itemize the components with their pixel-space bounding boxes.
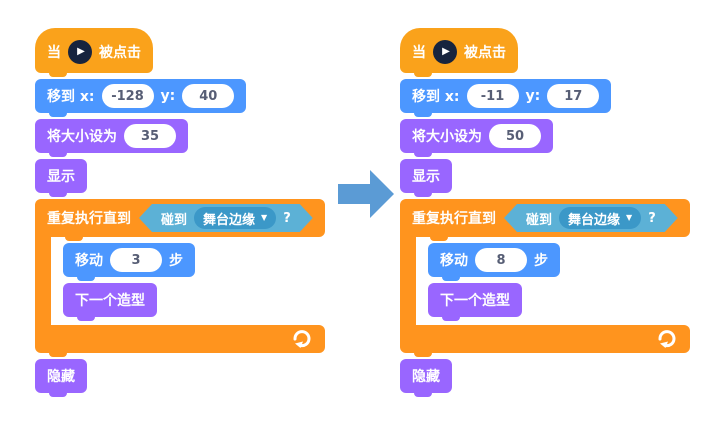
next-costume-block[interactable]: 下一个造型 — [428, 283, 522, 321]
script-stack-after: 当 ▶ 被点击 移到 x: -11 y: 17 将大小设为 50 显示 重复执行… — [400, 28, 690, 399]
repeat-until-block[interactable]: 重复执行直到 碰到 舞台边缘 ▼ ? 移动 3 步 下一个造型 — [35, 199, 325, 357]
touching-dropdown-value: 舞台边缘 — [568, 212, 621, 228]
repeat-until-footer[interactable] — [35, 325, 325, 357]
hat-label-pre: 当 — [47, 45, 61, 61]
next-costume-label: 下一个造型 — [75, 293, 145, 309]
play-icon: ▶ — [433, 40, 457, 64]
show-label: 显示 — [47, 169, 75, 185]
y-input[interactable]: 17 — [547, 84, 600, 108]
touching-dropdown-value: 舞台边缘 — [203, 212, 256, 228]
play-icon: ▶ — [68, 40, 92, 64]
next-costume-block[interactable]: 下一个造型 — [63, 283, 157, 321]
loop-arrow-icon — [658, 330, 676, 348]
play-triangle-icon: ▶ — [442, 46, 450, 57]
touching-question-mark: ? — [648, 210, 656, 226]
repeat-until-inner: 移动 8 步 下一个造型 — [416, 237, 560, 325]
show-label: 显示 — [412, 169, 440, 185]
goto-xy-block[interactable]: 移到 x: -11 y: 17 — [400, 79, 612, 117]
repeat-until-header[interactable]: 重复执行直到 碰到 舞台边缘 ▼ ? — [35, 199, 325, 241]
x-input[interactable]: -128 — [101, 84, 154, 108]
play-triangle-icon: ▶ — [77, 46, 85, 57]
x-input[interactable]: -11 — [466, 84, 519, 108]
script-stack-before: 当 ▶ 被点击 移到 x: -128 y: 40 将大小设为 35 显示 重复执… — [35, 28, 325, 399]
repeat-until-label: 重复执行直到 — [412, 211, 496, 227]
set-size-block[interactable]: 将大小设为 50 — [400, 119, 553, 157]
repeat-until-spine — [400, 237, 416, 325]
hat-label-pre: 当 — [412, 45, 426, 61]
chevron-down-icon: ▼ — [626, 213, 633, 222]
touching-label: 碰到 — [526, 212, 553, 228]
touching-condition-block[interactable]: 碰到 舞台边缘 ▼ ? — [504, 204, 678, 232]
steps-suffix-label: 步 — [169, 253, 183, 269]
repeat-until-block[interactable]: 重复执行直到 碰到 舞台边缘 ▼ ? 移动 8 步 下一个造型 — [400, 199, 690, 357]
move-label: 移动 — [75, 253, 103, 269]
steps-input[interactable]: 3 — [110, 248, 162, 272]
when-clicked-hat-block[interactable]: 当 ▶ 被点击 — [35, 28, 153, 77]
next-costume-label: 下一个造型 — [440, 293, 510, 309]
goto-label: 移到 x: — [412, 89, 460, 105]
goto-y-label: y: — [525, 88, 541, 104]
hide-label: 隐藏 — [47, 369, 75, 385]
steps-input[interactable]: 8 — [475, 248, 527, 272]
touching-condition-block[interactable]: 碰到 舞台边缘 ▼ ? — [139, 204, 313, 232]
set-size-block[interactable]: 将大小设为 35 — [35, 119, 188, 157]
touching-label: 碰到 — [161, 212, 188, 228]
show-block[interactable]: 显示 — [400, 159, 452, 197]
size-input[interactable]: 35 — [124, 124, 176, 148]
repeat-until-label: 重复执行直到 — [47, 211, 131, 227]
repeat-until-body: 移动 3 步 下一个造型 — [35, 237, 325, 325]
right-arrow-icon — [338, 170, 394, 218]
set-size-label: 将大小设为 — [47, 129, 117, 145]
hat-label-post: 被点击 — [99, 45, 141, 61]
goto-xy-block[interactable]: 移到 x: -128 y: 40 — [35, 79, 247, 117]
hide-block[interactable]: 隐藏 — [400, 359, 452, 397]
size-input[interactable]: 50 — [489, 124, 541, 148]
chevron-down-icon: ▼ — [261, 213, 268, 222]
goto-y-label: y: — [160, 88, 176, 104]
repeat-until-footer[interactable] — [400, 325, 690, 357]
set-size-label: 将大小设为 — [412, 129, 482, 145]
when-clicked-hat-block[interactable]: 当 ▶ 被点击 — [400, 28, 518, 77]
repeat-until-header[interactable]: 重复执行直到 碰到 舞台边缘 ▼ ? — [400, 199, 690, 241]
touching-question-mark: ? — [283, 210, 291, 226]
repeat-until-inner: 移动 3 步 下一个造型 — [51, 237, 195, 325]
show-block[interactable]: 显示 — [35, 159, 87, 197]
move-label: 移动 — [440, 253, 468, 269]
move-steps-block[interactable]: 移动 8 步 — [428, 243, 560, 281]
loop-arrow-icon — [293, 330, 311, 348]
hide-block[interactable]: 隐藏 — [35, 359, 87, 397]
steps-suffix-label: 步 — [534, 253, 548, 269]
touching-dropdown[interactable]: 舞台边缘 ▼ — [194, 207, 276, 229]
repeat-until-body: 移动 8 步 下一个造型 — [400, 237, 690, 325]
hide-label: 隐藏 — [412, 369, 440, 385]
repeat-until-spine — [35, 237, 51, 325]
move-steps-block[interactable]: 移动 3 步 — [63, 243, 195, 281]
y-input[interactable]: 40 — [182, 84, 235, 108]
goto-label: 移到 x: — [47, 89, 95, 105]
touching-dropdown[interactable]: 舞台边缘 ▼ — [559, 207, 641, 229]
hat-label-post: 被点击 — [464, 45, 506, 61]
